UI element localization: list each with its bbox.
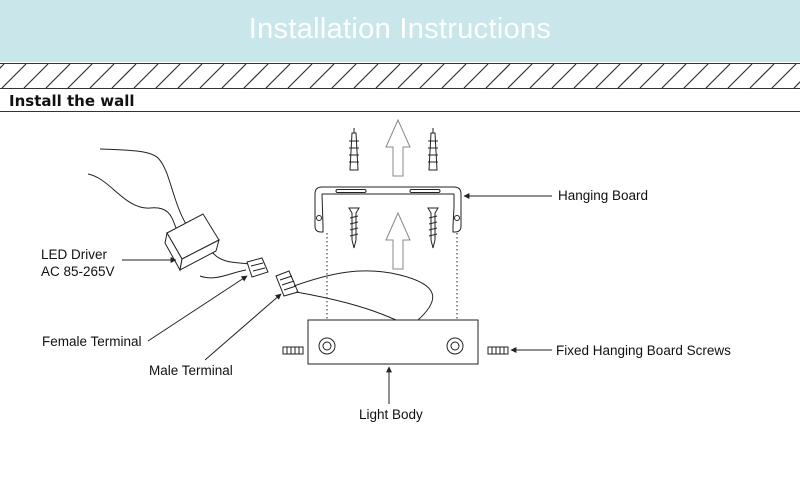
- hatch-line: [705, 63, 731, 89]
- hanging-board-bracket: [314, 186, 462, 233]
- hatch-line: [639, 63, 665, 89]
- label-female-terminal: Female Terminal: [42, 334, 142, 349]
- label-led-driver: LED Driver AC 85-265V: [41, 246, 115, 280]
- hatch-line: [529, 63, 555, 89]
- driver-input-cable-2: [87, 173, 177, 229]
- fixed-screw-right: [487, 346, 509, 355]
- page-title: Installation Instructions: [248, 13, 552, 45]
- hatch-line: [1, 63, 27, 89]
- hatch-line: [177, 63, 203, 89]
- hatch-line: [45, 63, 71, 89]
- hatch-line: [23, 63, 49, 89]
- label-led-driver-line1: LED Driver: [41, 247, 108, 262]
- hatch-line: [133, 63, 159, 89]
- hatch-line: [155, 63, 181, 89]
- hatch-line: [441, 63, 467, 89]
- hatch-line: [551, 63, 577, 89]
- driver-input-cable: [99, 148, 187, 225]
- hatch-line: [617, 63, 643, 89]
- hatch-line: [507, 63, 533, 89]
- hatch-line: [727, 63, 753, 89]
- driver-output-cable-2: [199, 269, 247, 279]
- hatch-line: [199, 63, 225, 89]
- section-rule: [0, 111, 800, 112]
- female-terminal-connector: [246, 257, 269, 278]
- bracket-screw-left: [348, 207, 360, 249]
- hatch-line: [573, 63, 599, 89]
- hatch-line: [661, 63, 687, 89]
- male-terminal-connector: [275, 270, 299, 297]
- fixed-screw-left: [282, 346, 304, 355]
- hatch-line: [749, 63, 775, 89]
- section-title: Install the wall: [9, 92, 135, 110]
- hatched-divider: [0, 63, 800, 89]
- light-body-hole-right: [446, 337, 464, 355]
- hatch-line: [375, 63, 401, 89]
- leader-male-terminal: [204, 293, 282, 361]
- light-body-hole-left: [318, 337, 336, 355]
- hatch-line: [243, 63, 269, 89]
- light-cable-2: [295, 291, 397, 321]
- hatch-line: [463, 63, 489, 89]
- hatch-line: [419, 63, 445, 89]
- bracket-screw-right: [427, 207, 439, 249]
- hatch-line: [485, 63, 511, 89]
- hatch-line: [287, 63, 313, 89]
- leader-female-terminal: [147, 275, 248, 342]
- label-led-driver-line2: AC 85-265V: [41, 264, 115, 279]
- header-banner: Installation Instructions: [0, 0, 800, 62]
- hatch-line: [265, 63, 291, 89]
- label-male-terminal: Male Terminal: [149, 363, 233, 378]
- hatch-line: [89, 63, 115, 89]
- wall-anchor-left: [349, 128, 359, 171]
- hatch-line: [683, 63, 709, 89]
- hatch-line: [397, 63, 423, 89]
- wall-anchor-right: [428, 128, 438, 171]
- hatch-line: [331, 63, 357, 89]
- label-hanging-board: Hanging Board: [558, 188, 649, 203]
- light-cable-1: [293, 270, 434, 321]
- light-body: [307, 319, 479, 365]
- hatch-line: [595, 63, 621, 89]
- hatch-line: [221, 63, 247, 89]
- label-fixed-screws: Fixed Hanging Board Screws: [556, 343, 731, 358]
- hatch-line: [353, 63, 379, 89]
- label-light-body: Light Body: [359, 407, 423, 422]
- hatch-line: [67, 63, 93, 89]
- hatch-line: [793, 81, 800, 89]
- up-arrow-bottom: [385, 211, 411, 270]
- hatch-line: [771, 63, 797, 89]
- driver-output-cable: [211, 251, 251, 265]
- hatch-line: [111, 63, 137, 89]
- led-driver-box: [164, 213, 220, 272]
- hatch-line: [309, 63, 335, 89]
- up-arrow-top: [385, 118, 411, 177]
